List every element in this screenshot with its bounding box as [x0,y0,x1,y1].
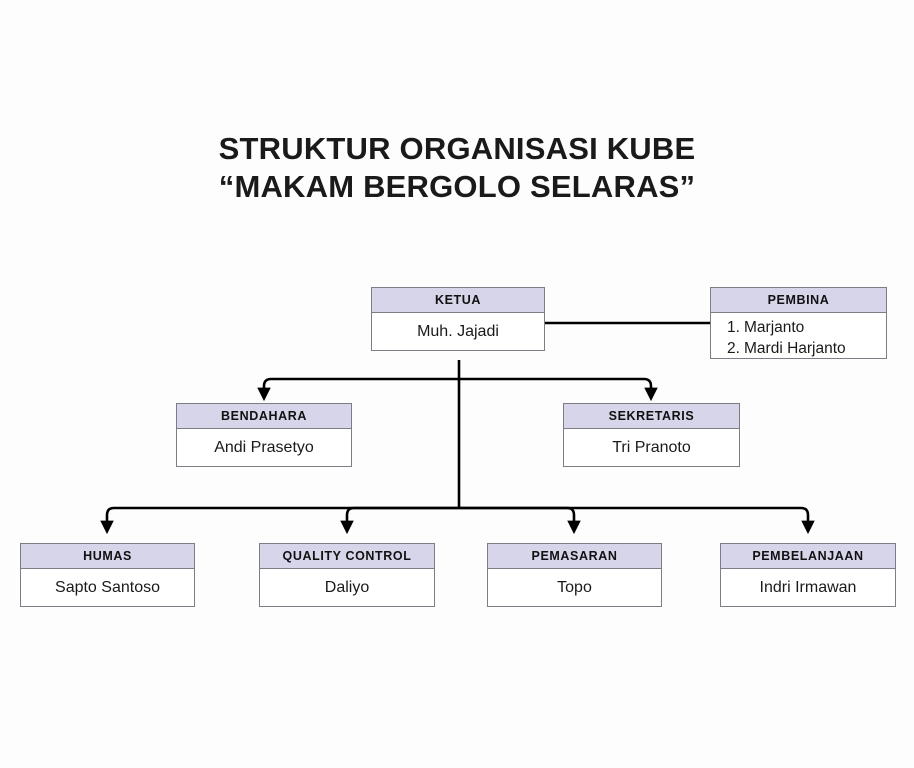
node-pembina-header: PEMBINA [711,288,886,313]
node-pemasaran-header: PEMASARAN [488,544,661,569]
node-humas-header: HUMAS [21,544,194,569]
connector-branch-sekretaris [459,377,658,402]
node-ketua[interactable]: KETUA Muh. Jajadi [371,287,545,351]
list-number-1: 1. [727,319,740,336]
connector-branch-humas [100,506,459,535]
node-quality-control[interactable]: QUALITY CONTROL Daliyo [259,543,435,607]
node-pembelanjaan-name: Indri Irmawan [759,578,857,596]
node-quality-control-name: Daliyo [324,578,370,596]
list-text-2: Mardi Harjanto [744,340,846,357]
node-quality-control-header: QUALITY CONTROL [260,544,434,569]
node-ketua-header: KETUA [372,288,544,313]
title-line-2: “MAKAM BERGOLO SELARAS” [218,168,696,204]
node-pembina[interactable]: PEMBINA 1.Marjanto 2.Mardi Harjanto [710,287,887,359]
node-pembelanjaan-header: PEMBELANJAAN [721,544,895,569]
page-title: STRUKTUR ORGANISASI KUBE “MAKAM BERGOLO … [0,130,914,206]
node-pemasaran-name: Topo [557,578,592,596]
title-line-1: STRUKTUR ORGANISASI KUBE [218,131,696,166]
list-number-2: 2. [727,340,740,357]
connector-branch-pemasaran [459,506,581,535]
node-pembelanjaan[interactable]: PEMBELANJAAN Indri Irmawan [720,543,896,607]
node-humas-name: Sapto Santoso [55,578,160,596]
node-sekretaris-header: SEKRETARIS [564,404,739,429]
connector-branch-quality-control [340,506,459,535]
node-pembina-member-1: 1.Marjanto [727,317,886,338]
node-sekretaris[interactable]: SEKRETARIS Tri Pranoto [563,403,740,467]
node-bendahara-header: BENDAHARA [177,404,351,429]
node-ketua-name: Muh. Jajadi [417,322,499,340]
node-pemasaran[interactable]: PEMASARAN Topo [487,543,662,607]
node-sekretaris-name: Tri Pranoto [612,438,691,456]
node-humas[interactable]: HUMAS Sapto Santoso [20,543,195,607]
node-bendahara[interactable]: BENDAHARA Andi Prasetyo [176,403,352,467]
connector-branch-pembelanjaan [459,506,815,535]
connector-branch-bendahara [257,377,459,402]
node-pembina-members: 1.Marjanto 2.Mardi Harjanto [711,313,886,358]
node-pembina-member-2: 2.Mardi Harjanto [727,338,886,359]
node-bendahara-name: Andi Prasetyo [214,438,314,456]
list-text-1: Marjanto [744,319,805,336]
